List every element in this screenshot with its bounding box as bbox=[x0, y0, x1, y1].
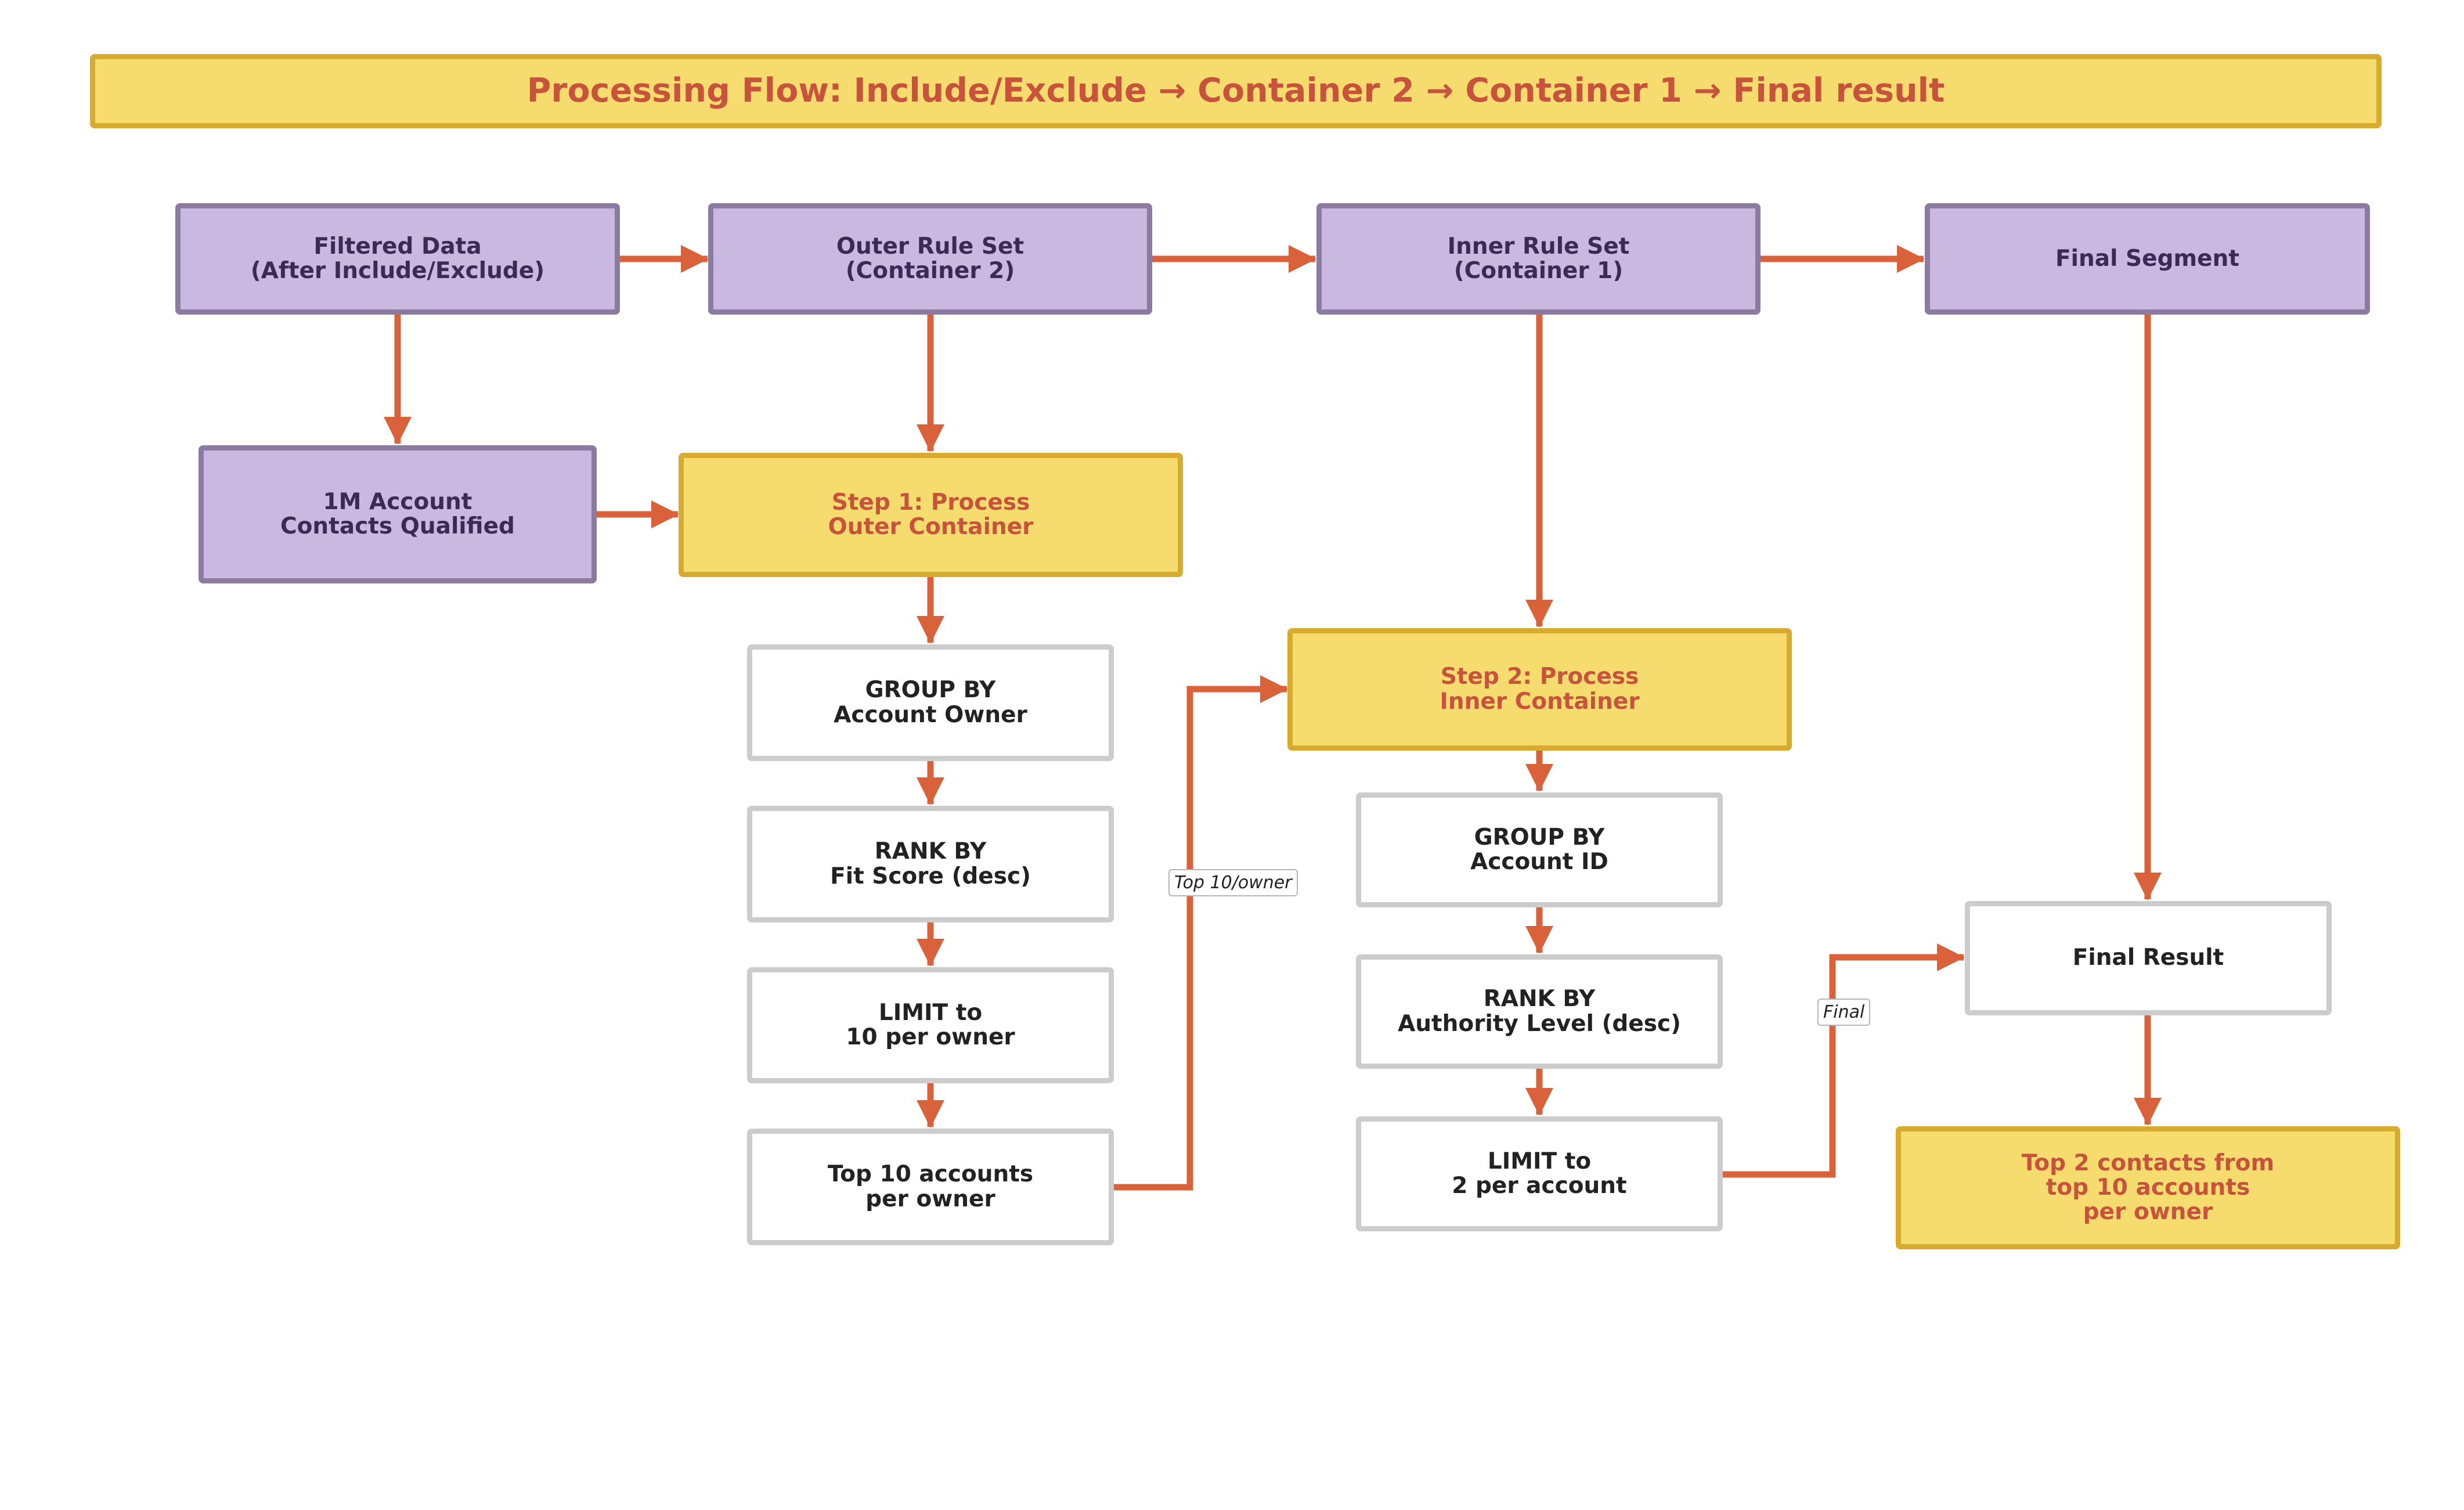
edge-top10-to-step2 bbox=[1113, 675, 1288, 1191]
node-rank-by-fit-line-2: Fit Score (desc) bbox=[830, 863, 1031, 889]
node-final-segment-line-1: Final Segment bbox=[2055, 245, 2239, 272]
node-inner-rule-set-line-1: Inner Rule Set bbox=[1447, 233, 1630, 260]
node-final-result-line-1: Final Result bbox=[2072, 945, 2224, 971]
node-top10-accounts-line-1: Top 10 accounts bbox=[827, 1161, 1034, 1188]
node-group-by-owner: GROUP BY Account Owner bbox=[747, 644, 1114, 761]
node-step2-line-1: Step 2: Process bbox=[1440, 664, 1639, 690]
node-filtered-data: Filtered Data (After Include/Exclude) bbox=[175, 203, 620, 315]
node-step1-line-2: Outer Container bbox=[828, 514, 1034, 540]
node-step2-inner-container: Step 2: Process Inner Container bbox=[1287, 628, 1792, 751]
node-qualified-contacts-line-2: Contacts Qualified bbox=[280, 513, 515, 539]
node-final-segment: Final Segment bbox=[1925, 203, 2370, 315]
node-top2-contacts: Top 2 contacts from top 10 accounts per … bbox=[1896, 1126, 2400, 1249]
node-final-result: Final Result bbox=[1965, 901, 2332, 1015]
node-limit-per-owner: LIMIT to 10 per owner bbox=[747, 967, 1114, 1083]
node-limit-per-owner-line-1: LIMIT to bbox=[878, 999, 983, 1026]
node-rank-by-fit-line-1: RANK BY bbox=[874, 838, 987, 865]
node-limit-per-account-line-2: 2 per account bbox=[1452, 1173, 1627, 1199]
diagram-title: Processing Flow: Include/Exclude → Conta… bbox=[90, 54, 2382, 128]
edge-limit-account-to-final-result bbox=[1722, 943, 1965, 1178]
node-group-by-account-line-1: GROUP BY bbox=[1474, 824, 1605, 850]
node-step1-line-1: Step 1: Process bbox=[831, 489, 1030, 516]
node-top10-accounts-line-2: per owner bbox=[865, 1185, 995, 1212]
diagram-title-text: Processing Flow: Include/Exclude → Conta… bbox=[526, 71, 1945, 110]
node-rank-by-authority: RANK BY Authority Level (desc) bbox=[1356, 954, 1723, 1069]
node-qualified-contacts: 1M Account Contacts Qualified bbox=[199, 445, 597, 583]
node-outer-rule-set-line-1: Outer Rule Set bbox=[836, 233, 1024, 260]
node-group-by-account-line-2: Account ID bbox=[1470, 849, 1608, 875]
node-rank-by-authority-line-1: RANK BY bbox=[1483, 986, 1596, 1012]
edge-label-final: Final bbox=[1817, 999, 1871, 1026]
node-limit-per-account: LIMIT to 2 per account bbox=[1356, 1116, 1723, 1231]
node-rank-by-fit: RANK BY Fit Score (desc) bbox=[747, 806, 1114, 922]
node-inner-rule-set: Inner Rule Set (Container 1) bbox=[1316, 203, 1760, 315]
node-outer-rule-set-line-2: (Container 2) bbox=[845, 258, 1015, 284]
node-group-by-account: GROUP BY Account ID bbox=[1356, 792, 1723, 907]
node-limit-per-account-line-1: LIMIT to bbox=[1487, 1148, 1592, 1174]
node-step2-line-2: Inner Container bbox=[1440, 688, 1640, 715]
node-step1-outer-container: Step 1: Process Outer Container bbox=[679, 453, 1183, 577]
node-outer-rule-set: Outer Rule Set (Container 2) bbox=[708, 203, 1152, 315]
node-top2-contacts-line-3: per owner bbox=[2083, 1199, 2213, 1226]
node-top2-contacts-line-1: Top 2 contacts from bbox=[2021, 1149, 2275, 1176]
node-qualified-contacts-line-1: 1M Account bbox=[323, 488, 472, 515]
node-limit-per-owner-line-2: 10 per owner bbox=[846, 1024, 1015, 1050]
node-group-by-owner-line-1: GROUP BY bbox=[865, 677, 996, 704]
node-rank-by-authority-line-2: Authority Level (desc) bbox=[1398, 1010, 1681, 1037]
node-filtered-data-line-2: (After Include/Exclude) bbox=[250, 258, 545, 284]
node-top2-contacts-line-2: top 10 accounts bbox=[2045, 1174, 2250, 1201]
node-filtered-data-line-1: Filtered Data bbox=[313, 233, 482, 260]
edge-label-top10-owner: Top 10/owner bbox=[1168, 869, 1298, 896]
node-inner-rule-set-line-2: (Container 1) bbox=[1453, 258, 1624, 284]
node-top10-accounts: Top 10 accounts per owner bbox=[747, 1129, 1114, 1245]
node-group-by-owner-line-2: Account Owner bbox=[834, 701, 1027, 728]
